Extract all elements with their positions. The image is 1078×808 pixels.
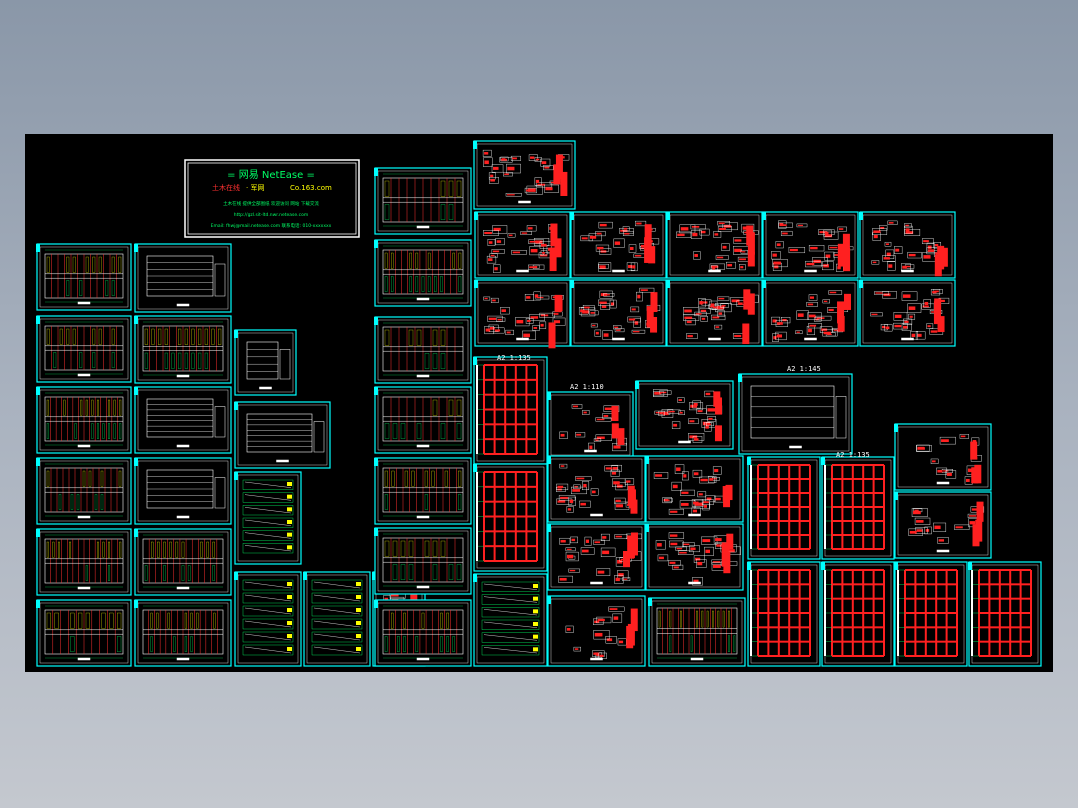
- cad-model-space[interactable]: = 网易 NetEase = 土木在线 · 军网 Co.163.com 土木在线…: [25, 134, 1053, 672]
- drawing-sheet: [374, 239, 472, 307]
- drawing-sheet: [474, 279, 571, 347]
- drawing-sheet: [134, 457, 232, 525]
- drawing-sheet: [234, 329, 297, 396]
- drawing-sheet: [648, 597, 746, 667]
- drawing-sheet: [134, 243, 232, 313]
- drawing-sheet: [374, 599, 472, 667]
- drawing-sheet: [36, 457, 132, 525]
- drawing-sheet: [738, 373, 853, 455]
- drawing-sheet: [134, 386, 232, 454]
- drawing-sheet: [234, 401, 331, 469]
- drawing-sheet: [134, 528, 232, 596]
- drawing-layer: [36, 140, 1042, 667]
